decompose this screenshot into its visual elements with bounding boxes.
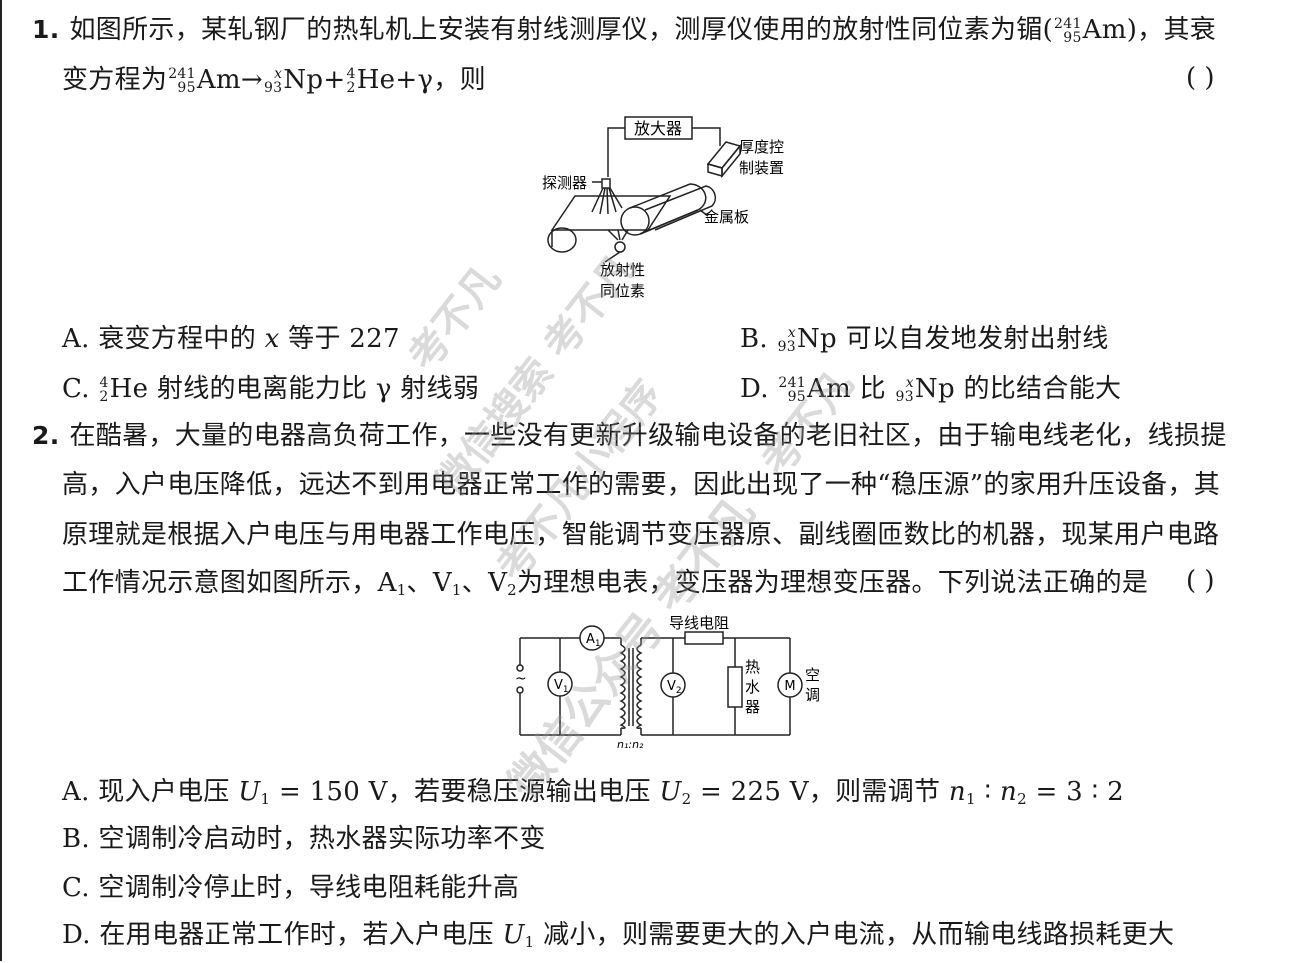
motor-icon: M (784, 679, 795, 694)
metal-plate-label: 金属板 (704, 208, 749, 226)
q2-option-a: A. 现入户电压 U1 = 150 V，若要稳压源输出电压 U2 = 225 V… (62, 777, 1125, 808)
q1-line1: 1. 如图所示，某轧钢厂的热轧机上安装有射线测厚仪，测厚仪使用的放射性同位素为镅(… (32, 15, 1217, 46)
q1-text-1: 如图所示，某轧钢厂的热轧机上安装有射线测厚仪，测厚仪使用的放射性同位素为镅( (69, 15, 1054, 45)
q1-answer-paren: ( ) (1186, 63, 1215, 93)
q2-figure: ~ A1 V1 V2 M 导线电阻 n₁:n₂ 热 水 器 空 调 (505, 610, 835, 755)
heater-label-1: 热 (745, 658, 760, 676)
heater-label-3: 器 (745, 698, 760, 716)
heater-label-2: 水 (745, 678, 760, 696)
ammeter-a1: A1 (586, 632, 601, 649)
q2-line4: 工作情况示意图如图所示，A1、V1、V2为理想电表，变压器为理想变压器。下列说法… (62, 568, 1149, 599)
q2-line3: 原理就是根据入户电压与用电器工作电压，智能调节变压器原、副线圈匝数比的机器，现某… (62, 520, 1220, 550)
q1-number: 1. (32, 15, 60, 44)
amplifier-label: 放大器 (634, 119, 682, 138)
q2-option-d: D. 在用电器正常工作时，若入户电压 U1 减小，则需要更大的入户电流，从而输电… (62, 920, 1175, 951)
thickness-control-label-1: 厚度控 (739, 138, 784, 156)
voltmeter-v2: V2 (667, 679, 682, 696)
q2-option-b: B. 空调制冷启动时，热水器实际功率不变 (62, 824, 546, 854)
voltmeter-v1: V1 (554, 678, 569, 695)
q2-answer-paren: ( ) (1186, 566, 1215, 596)
circuit-diagram: ~ A1 V1 V2 M 导线电阻 n₁:n₂ 热 水 器 空 调 (515, 614, 820, 751)
wire-resistance-label: 导线电阻 (669, 614, 729, 632)
q1-option-a: A. 衰变方程中的 x 等于 227 (62, 324, 400, 354)
q2-number: 2. (32, 421, 60, 450)
source-label-2: 同位素 (600, 282, 645, 300)
ac-unit-label-2: 调 (805, 686, 820, 704)
thickness-gauge-diagram: 放大器 厚度控 制装置 探测器 金属板 放射性 同位素 (542, 116, 784, 300)
q2-line1: 2.在酷暑，大量的电器高负荷工作，一些没有更新升级输电设备的老旧社区，由于输电线… (32, 421, 1227, 451)
source-label-1: 放射性 (600, 261, 645, 279)
detector-label: 探测器 (542, 174, 587, 192)
q1-figure: 放大器 厚度控 制装置 探测器 金属板 放射性 同位素 (530, 112, 810, 307)
thickness-control-label-2: 制装置 (739, 159, 784, 177)
ac-source-icon: ~ (515, 671, 527, 687)
q2-option-c: C. 空调制冷停止时，导线电阻耗能升高 (62, 873, 520, 903)
ac-unit-label-1: 空 (805, 666, 820, 684)
q2-line2: 高，入户电压降低，远达不到用电器正常工作的需要，因此出现了一种“稳压源”的家用升… (62, 470, 1221, 500)
turns-ratio-label: n₁:n₂ (617, 738, 644, 751)
